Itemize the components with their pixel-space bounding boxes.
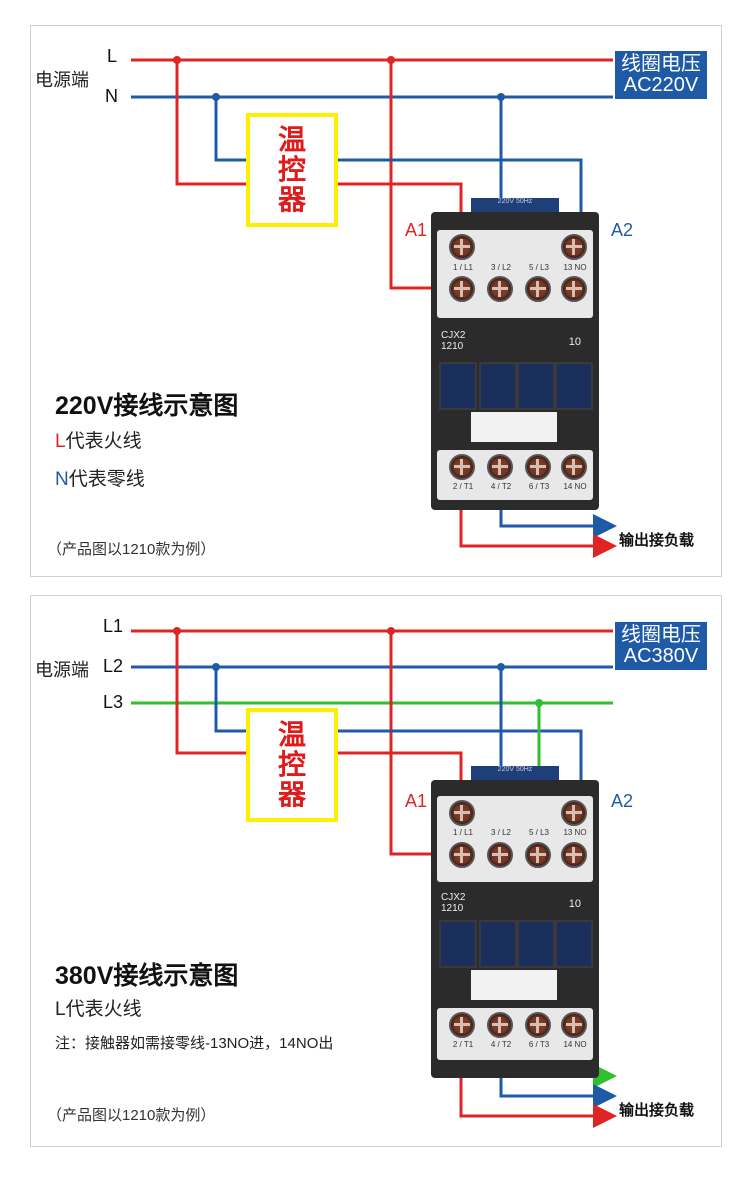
model-label: CJX2 1210	[441, 892, 466, 914]
thermostat-char: 控	[277, 154, 306, 185]
footnote: （产品图以1210款为例）	[47, 1107, 216, 1124]
neutral-note: 注：接触器如需接零线-13NO进，14NO出	[55, 1035, 334, 1052]
terminal-screw	[487, 454, 513, 480]
output-load-label: 输出接负载	[619, 1102, 695, 1119]
diagram-title: 220V接线示意图	[55, 392, 239, 420]
terminal-label: 4 / T2	[490, 482, 512, 491]
terminal-screw	[487, 1012, 513, 1038]
coil-voltage-value: AC220V	[623, 74, 699, 96]
thermostat-char: 器	[277, 184, 306, 215]
coil-voltage-label: 线圈电压	[621, 624, 701, 646]
terminal-label: 5 / L3	[528, 263, 549, 272]
thermostat-box: 温 控 器	[246, 113, 338, 227]
terminal-screw	[449, 454, 475, 480]
model-label: CJX2 1210	[441, 330, 466, 352]
l1-to-thermostat	[175, 631, 247, 755]
terminal-label: 13 NO	[563, 828, 587, 837]
terminal-label: 3 / L2	[490, 828, 511, 837]
power-source-label: 电源端	[35, 660, 89, 680]
thermostat-char: 器	[277, 779, 306, 810]
terminal-a2-screw	[561, 234, 587, 260]
wiring-220v	[131, 56, 617, 558]
thermostat-char: 控	[277, 749, 306, 780]
diagram-220v: 电源端 L N 线圈电压 AC220V 温 控 器 A1 A2 220V 50H…	[30, 25, 722, 577]
terminal-label: 14 NO	[563, 1040, 587, 1049]
l2-to-thermostat	[214, 667, 247, 733]
a1-label: A1	[405, 220, 428, 240]
coil-voltage-box: 线圈电压 AC220V	[615, 51, 707, 99]
thermostat-char: 温	[277, 124, 306, 155]
footnote: （产品图以1210款为例）	[47, 541, 216, 558]
thermostat-box: 温 控 器	[246, 708, 338, 822]
diagram-380v: L1 电源端 L2 L3 线圈电压 AC380V 温 控 器 A1 A2 220…	[30, 595, 722, 1147]
terminal-label: 6 / T3	[528, 1040, 550, 1049]
line-l2-label: L2	[103, 656, 124, 676]
live-to-thermostat	[175, 60, 247, 186]
diagram-title: 380V接线示意图	[55, 962, 239, 990]
terminal-label: 3 / L2	[490, 263, 511, 272]
terminal-screw	[487, 276, 513, 302]
terminal-label: 6 / T3	[528, 482, 550, 491]
rating-strip: 220V 50Hz	[471, 766, 559, 780]
terminal-screw	[525, 276, 551, 302]
terminal-screw	[525, 454, 551, 480]
terminal-label: 4 / T2	[490, 1040, 512, 1049]
line-l-label: L	[107, 46, 118, 66]
terminal-a1-screw	[449, 234, 475, 260]
a1-label: A1	[405, 791, 428, 811]
wiring-380v	[131, 627, 617, 1128]
terminal-screw	[449, 842, 475, 868]
legend-neutral: N代表零线	[55, 469, 145, 490]
line-l1-label: L1	[103, 616, 124, 636]
power-source-label: 电源端	[35, 70, 89, 90]
output-load-label: 输出接负载	[619, 532, 695, 549]
contactor-image: 220V 50Hz 1 / L1 3 / L2 5 / L3 13 NO CJX…	[431, 766, 599, 1078]
coil-voltage-value: AC380V	[623, 645, 699, 667]
terminal-a1-screw	[449, 800, 475, 826]
terminal-screw	[487, 842, 513, 868]
terminal-screw	[449, 276, 475, 302]
a2-label: A2	[611, 791, 634, 811]
terminal-screw	[561, 276, 587, 302]
terminal-label: 1 / L1	[452, 263, 473, 272]
line-n-label: N	[105, 86, 118, 106]
rating-strip: 220V 50Hz	[471, 198, 559, 212]
terminal-label: 2 / T1	[452, 482, 474, 491]
terminal-screw	[561, 1012, 587, 1038]
aux-contact-label: 10	[568, 898, 581, 910]
terminal-screw	[561, 454, 587, 480]
thermostat-char: 温	[277, 719, 306, 750]
aux-contact-label: 10	[568, 336, 581, 348]
neutral-to-thermostat	[214, 97, 247, 162]
terminal-label: 13 NO	[563, 263, 587, 272]
legend-live: L代表火线	[55, 431, 142, 452]
terminal-screw	[525, 842, 551, 868]
line-l3-label: L3	[103, 692, 124, 712]
terminal-label: 14 NO	[563, 482, 587, 491]
terminal-screw	[561, 842, 587, 868]
terminal-label: 2 / T1	[452, 1040, 474, 1049]
terminal-screw	[525, 1012, 551, 1038]
legend-live: L代表火线	[55, 999, 142, 1020]
a2-label: A2	[611, 220, 634, 240]
terminal-screw	[449, 1012, 475, 1038]
contactor-image: 220V 50Hz 1 / L1 3 / L2 5 / L3 13 NO CJX…	[431, 198, 599, 510]
terminal-label: 5 / L3	[528, 828, 549, 837]
coil-voltage-label: 线圈电压	[621, 53, 701, 75]
terminal-a2-screw	[561, 800, 587, 826]
terminal-label: 1 / L1	[452, 828, 473, 837]
coil-voltage-box: 线圈电压 AC380V	[615, 622, 707, 670]
